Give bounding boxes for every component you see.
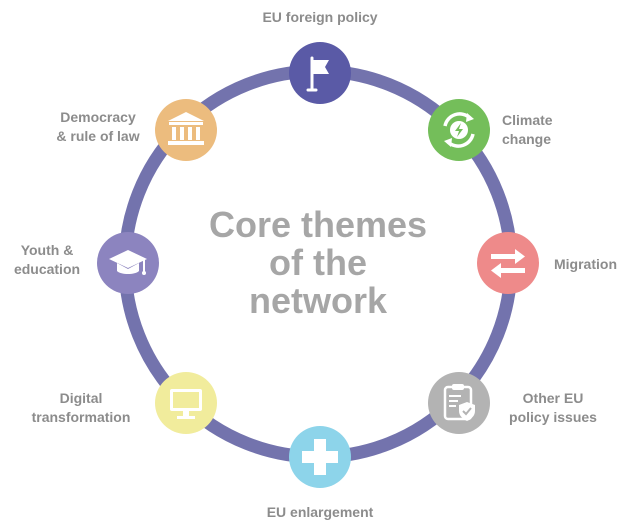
arrows-exchange-icon bbox=[477, 232, 539, 294]
recycle-energy-icon bbox=[428, 99, 490, 161]
theme-node-other-eu-policy-issues bbox=[428, 372, 490, 434]
theme-label-eu-enlargement: EU enlargement bbox=[266, 504, 374, 520]
clipboard-shield-icon bbox=[428, 372, 490, 434]
theme-label-climate-change: Climate change bbox=[502, 112, 553, 147]
theme-label-democracy-rule-of-law: Democracy & rule of law bbox=[56, 109, 140, 144]
theme-node-digital-transformation bbox=[155, 372, 217, 434]
theme-label-migration: Migration bbox=[554, 256, 617, 272]
theme-label-digital-transformation: Digital transformation bbox=[31, 390, 131, 425]
plus-icon bbox=[289, 426, 351, 488]
theme-node-eu-enlargement bbox=[289, 426, 351, 488]
theme-label-youth-education: Youth & education bbox=[13, 242, 81, 277]
graduation-cap-icon bbox=[97, 232, 159, 294]
theme-node-youth-education bbox=[97, 232, 159, 294]
institution-icon bbox=[155, 99, 217, 161]
center-title: Core themes of the network bbox=[208, 204, 428, 321]
theme-node-migration bbox=[477, 232, 539, 294]
theme-label-eu-foreign-policy: EU foreign policy bbox=[262, 9, 378, 25]
theme-node-democracy-rule-of-law bbox=[155, 99, 217, 161]
theme-label-other-eu-policy-issues: Other EU policy issues bbox=[509, 390, 597, 425]
flag-icon bbox=[289, 42, 351, 104]
theme-node-climate-change bbox=[428, 99, 490, 161]
monitor-icon bbox=[155, 372, 217, 434]
theme-node-eu-foreign-policy bbox=[289, 42, 351, 104]
